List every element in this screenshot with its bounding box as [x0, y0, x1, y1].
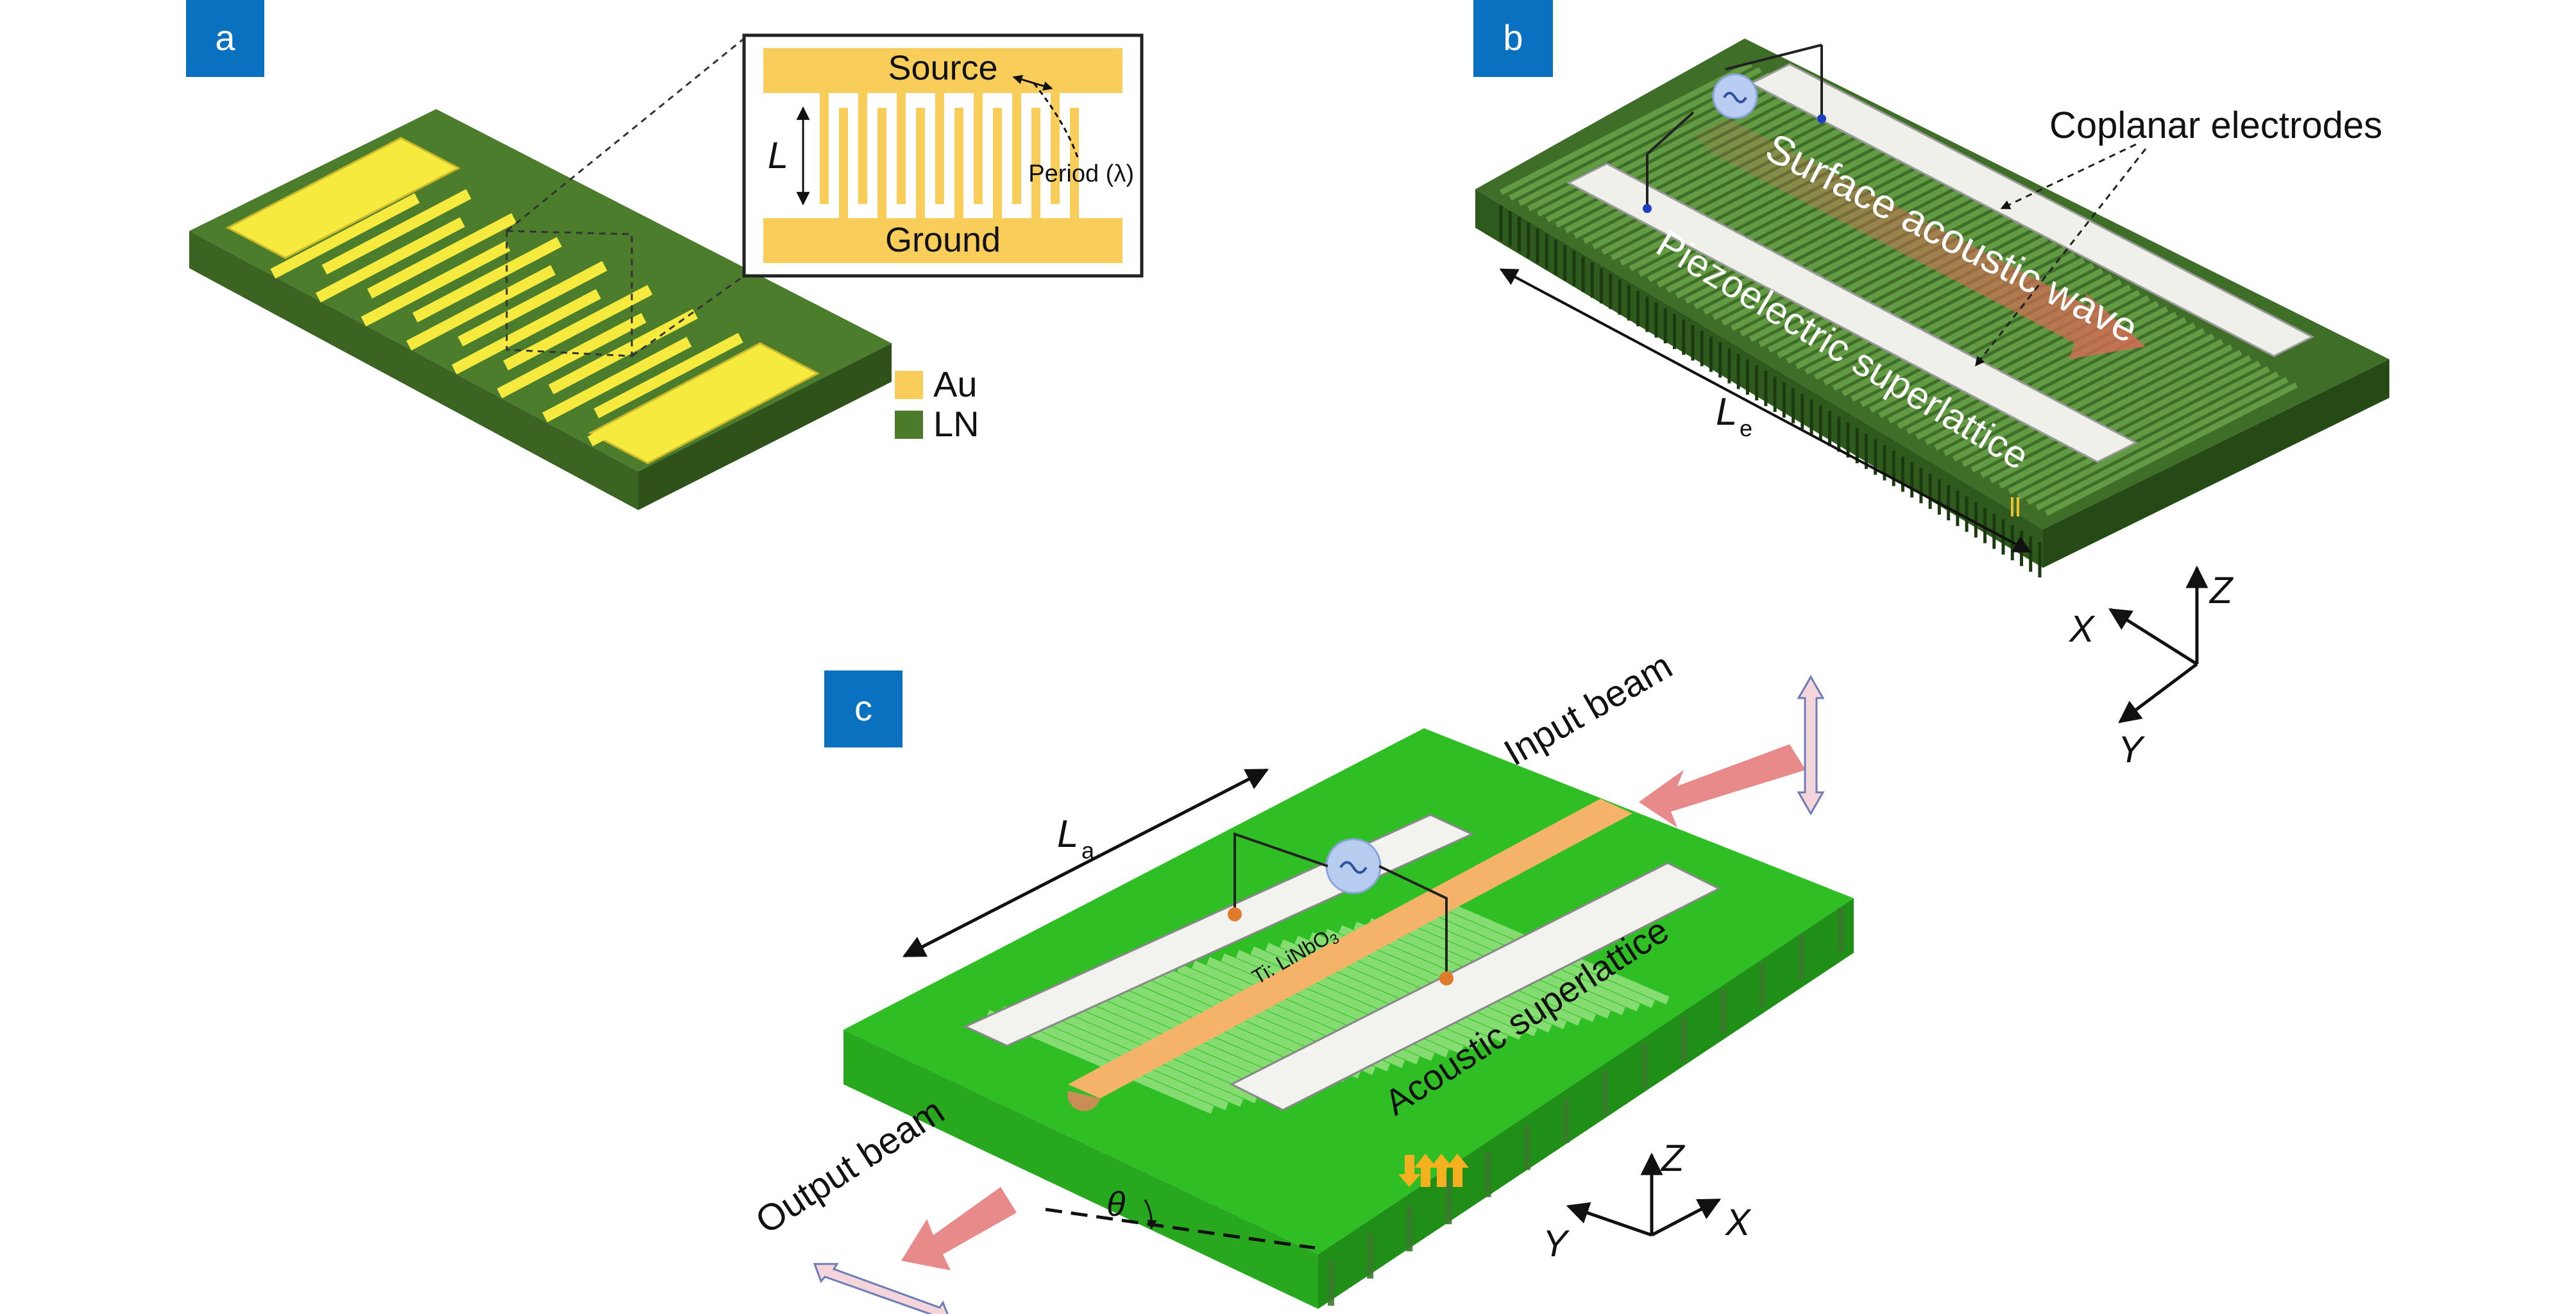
panel-a-badge — [186, 0, 264, 77]
electrode-length-arrow — [1499, 268, 2032, 553]
panel-a-badge-label: a — [215, 17, 235, 58]
idt-finger — [367, 213, 517, 299]
superlattice-domain — [1573, 105, 1827, 239]
output-beam-arrow — [901, 1187, 1017, 1270]
superlattice-domain — [2026, 371, 2280, 506]
superlattice-domain — [2008, 361, 2261, 495]
panel-b: b Surface acoustic wave Piez — [1473, 0, 2389, 771]
idt-finger — [593, 332, 743, 418]
ti-waveguide — [1068, 799, 1632, 1098]
electrode-length-symbol: L — [1716, 390, 1737, 433]
idt-finger — [276, 165, 426, 251]
idt-finger — [316, 217, 465, 303]
axis-b-y: Y — [2118, 729, 2146, 771]
superlattice-domain — [1989, 350, 2242, 484]
acoustic-length-symbol: L — [1057, 812, 1078, 855]
legend-swatch-ln — [895, 411, 923, 439]
superlattice-domain — [2017, 366, 2270, 500]
source-label: Source — [888, 49, 997, 87]
axis-c-x: X — [1724, 1202, 1752, 1243]
idt-finger — [548, 309, 698, 395]
legend-label-ln: LN — [933, 404, 979, 444]
panel-c-badge-label: c — [854, 688, 872, 728]
superlattice-domain — [1620, 132, 1873, 266]
idt-finger — [452, 289, 601, 375]
ground-label: Ground — [885, 221, 1001, 259]
idt-inset: Source Ground L Period (λ) — [742, 33, 1144, 278]
superlattice-domain — [1638, 143, 1892, 277]
legend-label-au: Au — [933, 364, 978, 404]
legend-swatch-au — [895, 371, 923, 399]
device-substrate — [843, 728, 1854, 1309]
panel-c: c — [749, 645, 1854, 1314]
superlattice-domain — [1592, 115, 1845, 250]
idt-electrodes — [225, 137, 820, 465]
idt-finger — [406, 265, 556, 351]
angle-theta: θ — [1106, 1185, 1125, 1224]
superlattice-domain — [1647, 148, 1901, 282]
idt-finger — [360, 241, 511, 327]
panel-a: a Source Ground L Per — [186, 0, 1144, 510]
superlattice-domain — [1998, 355, 2252, 489]
panel-b-badge-label: b — [1503, 17, 1523, 58]
input-beam-label: Input beam — [1497, 645, 1679, 774]
superlattice-domain — [1564, 99, 1817, 234]
idt-finger — [270, 193, 420, 279]
superlattice-domain — [2044, 382, 2298, 516]
idt-finger — [321, 189, 471, 275]
superlattice-domain — [1545, 89, 1799, 223]
axis-c-z: Z — [1660, 1138, 1686, 1179]
superlattice-domain — [1656, 154, 1910, 288]
panel-b-badge — [1473, 0, 1553, 77]
axes-b: Z X Y — [2068, 565, 2234, 771]
idt-finger — [503, 285, 653, 371]
electrode-right — [1229, 862, 1722, 1111]
acoustic-length-arrow — [902, 768, 1269, 958]
input-beam-arrow — [1639, 744, 1806, 828]
acoustic-length-sub: a — [1081, 837, 1095, 864]
superlattice-domain — [1582, 110, 1836, 244]
input-polarization-icon — [1797, 674, 1825, 816]
superlattice-domain — [1555, 94, 1808, 228]
electrode-length-sub: e — [1740, 415, 1752, 441]
superlattice-domain — [1610, 126, 1863, 260]
superlattice-domain — [1629, 137, 1882, 271]
output-beam-label: Output beam — [749, 1090, 952, 1242]
axis-b-z: Z — [2208, 570, 2234, 611]
axis-b-x: X — [2068, 608, 2096, 650]
material-legend: Au LN — [895, 364, 979, 444]
length-symbol: L — [768, 135, 788, 176]
panel-c-badge — [824, 670, 902, 747]
axis-c-y: Y — [1543, 1223, 1570, 1265]
coplanar-electrode-top — [1749, 63, 2315, 357]
axes-c: Z Y X — [1543, 1138, 1752, 1265]
period-label: Period (λ) — [1028, 160, 1134, 187]
saw-arrow — [1693, 119, 2146, 359]
superlattice-domain — [1601, 121, 1854, 255]
output-polarization-icon — [813, 1263, 949, 1314]
idt-finger — [496, 312, 647, 398]
idt-finger — [542, 337, 692, 423]
idt-finger — [588, 361, 737, 447]
idt-finger — [457, 260, 607, 346]
superlattice-domain — [1499, 61, 1753, 196]
coplanar-label: Coplanar electrodes — [2049, 105, 2382, 146]
superlattice-domain — [2035, 377, 2289, 511]
idt-finger — [412, 237, 562, 323]
